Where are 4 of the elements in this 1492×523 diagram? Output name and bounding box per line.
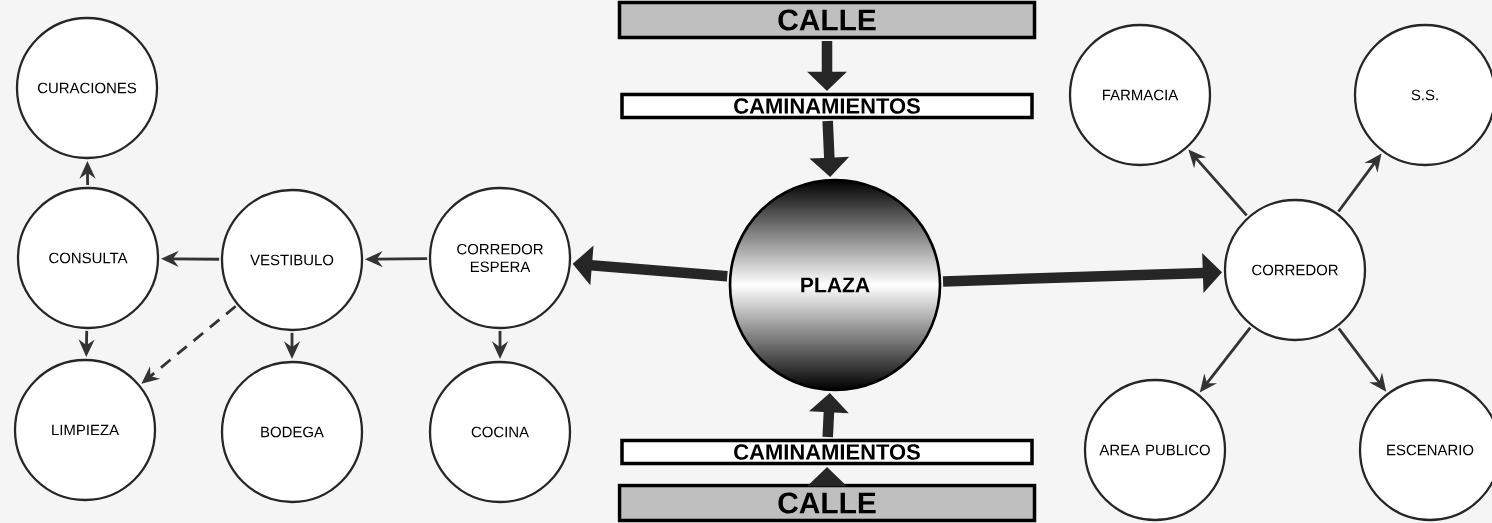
- street-band: CALLE: [617, 483, 1037, 523]
- walkway-band: CAMINAMIENTOS: [620, 92, 1034, 120]
- street-band: CALLE: [617, 0, 1037, 40]
- walkway-band: CAMINAMIENTOS: [620, 438, 1034, 466]
